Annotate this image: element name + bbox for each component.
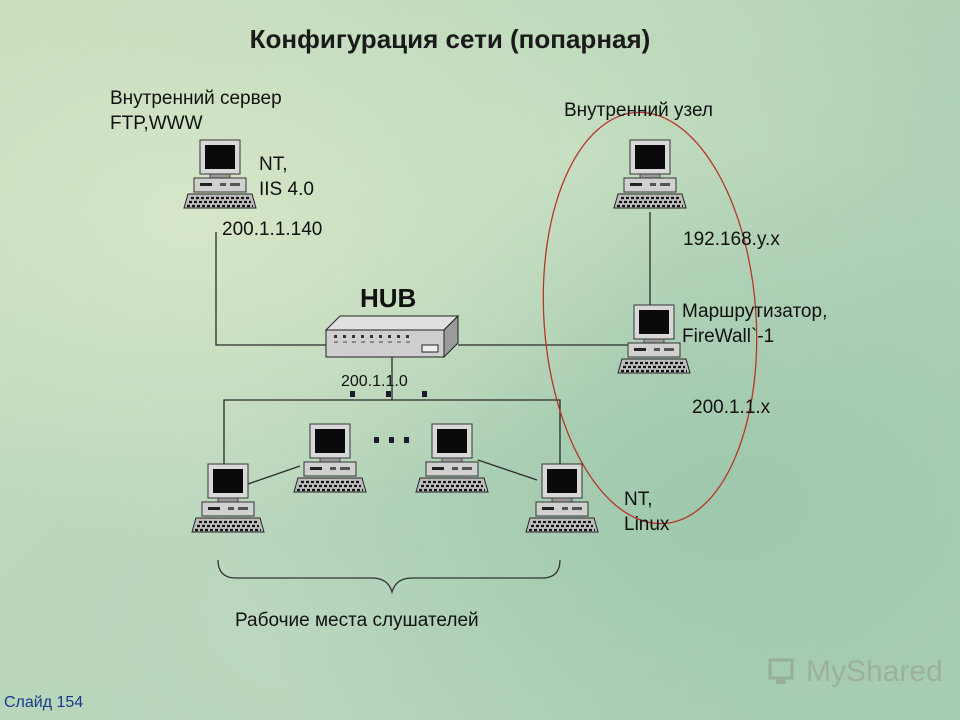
workstation-2 <box>292 422 368 494</box>
router-label: Маршрутизатор, FireWall`-1 <box>682 301 828 347</box>
watermark-logo <box>768 658 794 684</box>
more-workstations-dots <box>350 391 427 443</box>
router-ip: 200.1.1.x <box>692 397 771 418</box>
server-computer <box>182 138 258 210</box>
workstation-4 <box>524 462 600 534</box>
router-computer <box>616 303 692 375</box>
slide-title: Конфигурация сети (попарная) <box>249 24 651 54</box>
server-link <box>215 232 328 346</box>
workstation-os: NT, Linux <box>624 489 670 535</box>
network-links <box>215 212 651 485</box>
workstation-1 <box>190 462 266 534</box>
server-ip: 200.1.1.140 <box>222 219 323 240</box>
ws-link-1 <box>247 465 301 485</box>
highlight-ellipse <box>542 111 758 525</box>
server-os: NT, IIS 4.0 <box>259 154 314 200</box>
internal-node-computer <box>612 138 688 210</box>
hub-label: HUB <box>360 283 417 313</box>
workstation-3 <box>414 422 490 494</box>
network-address: 200.1.1.0 <box>341 373 408 390</box>
workstations-caption: Рабочие места слушателей <box>235 610 479 631</box>
watermark-text: MyShared <box>806 655 943 688</box>
internal-network-address: 192.168.y.x <box>683 229 780 250</box>
slide-number: Слайд 154 <box>4 694 84 711</box>
workstation-bus <box>223 399 561 465</box>
server-heading: Внутренний сервер FTP,WWW <box>110 88 282 134</box>
ws-link-4 <box>477 459 538 481</box>
hub-device <box>324 314 460 359</box>
internal-node-heading: Внутренний узел <box>564 100 714 121</box>
workstations-brace <box>217 559 561 595</box>
